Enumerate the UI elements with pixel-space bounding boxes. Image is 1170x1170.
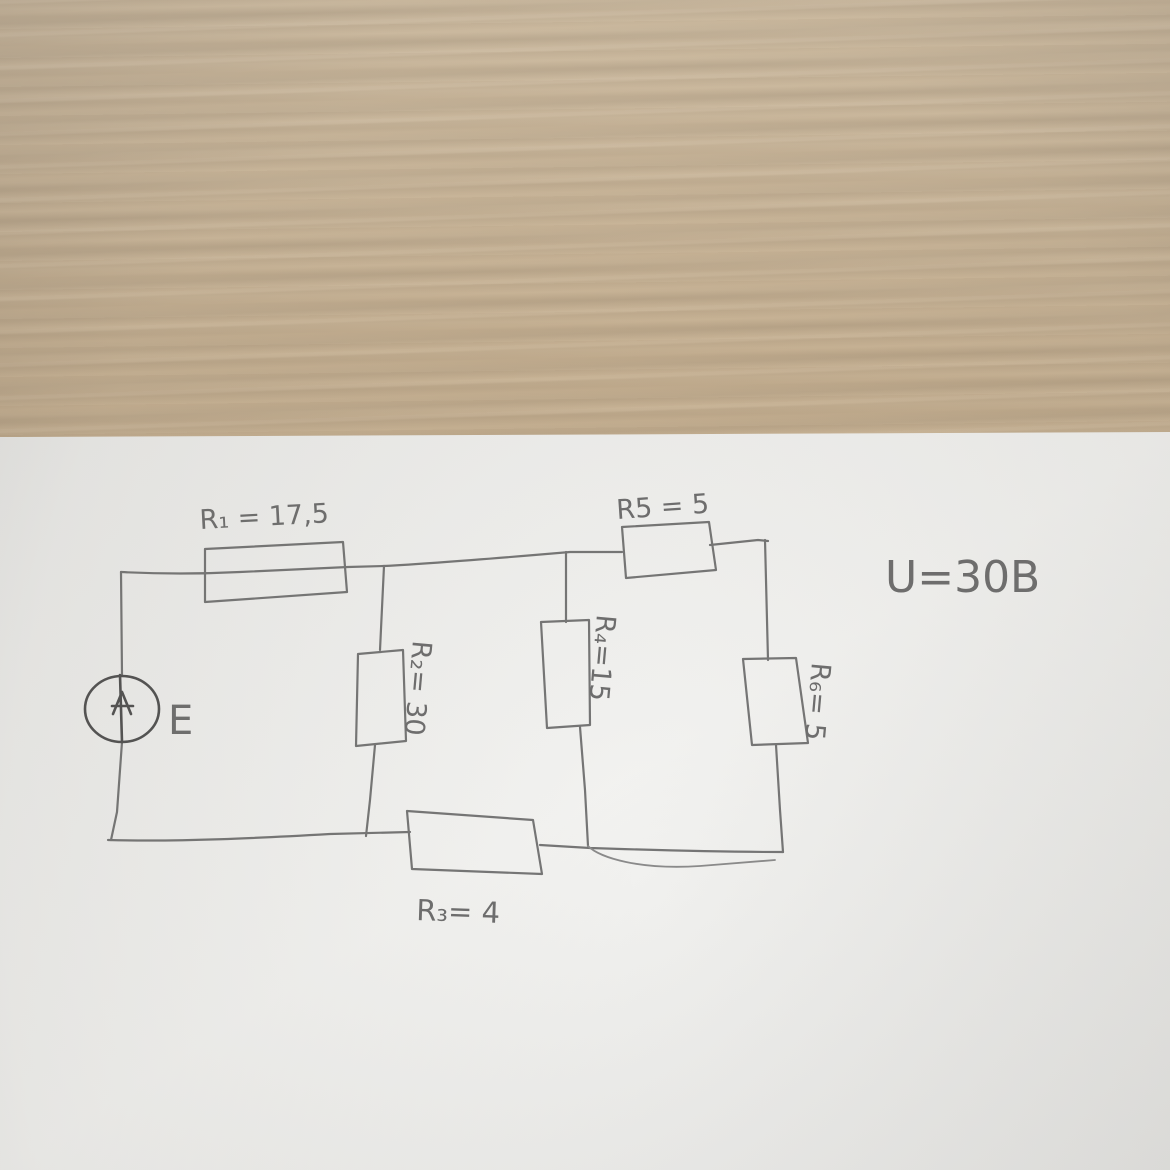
resistor-r3 [405,809,544,876]
source-label: E [168,698,193,744]
r4-label: R₄=15 [582,613,620,702]
resistor-r2 [354,648,408,748]
resistor-r6 [741,656,810,747]
voltage-label: U=30B [885,552,1040,603]
r3-label: R₃= 4 [416,893,501,930]
resistor-r5 [620,520,718,580]
r6-label: R₆= 5 [798,661,836,741]
r5-label: R5 = 5 [615,489,710,526]
circuit-wires [106,538,785,868]
resistor-r4 [539,618,592,730]
r1-label: R₁ = 17,5 [199,498,330,536]
voltage-source [83,673,161,744]
resistor-r1 [203,540,349,604]
